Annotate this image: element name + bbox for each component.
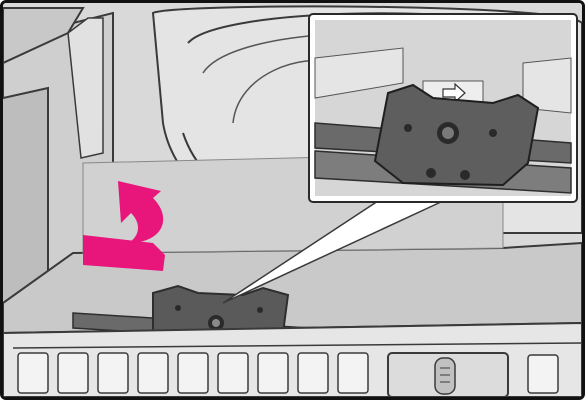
latch-handle: [388, 353, 508, 397]
rear-bumper-trim: [3, 323, 582, 397]
luggage-compartment-illustration: [3, 3, 582, 397]
inset-closeup: [309, 14, 577, 202]
